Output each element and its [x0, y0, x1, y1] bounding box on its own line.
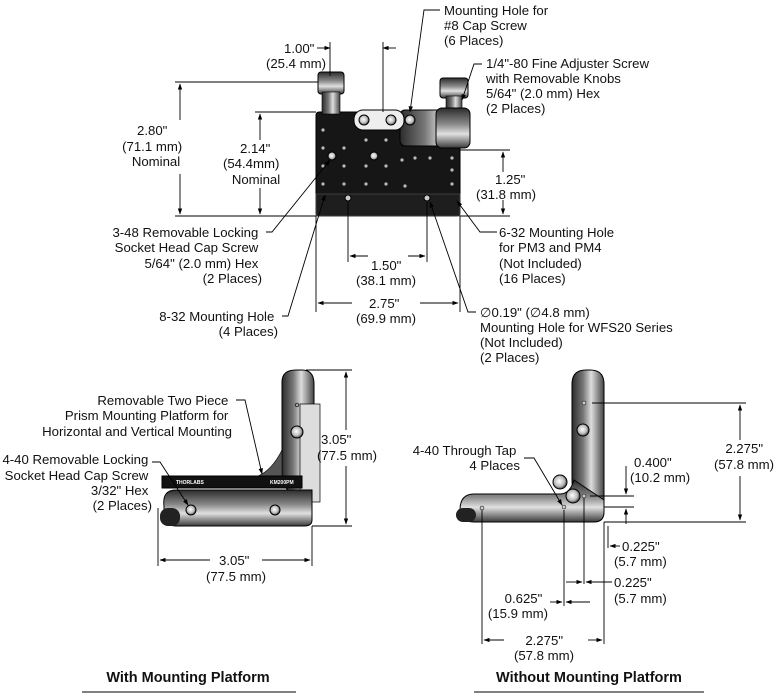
callout-4-40-locking: 4-40 Removable Locking Socket Head Cap S…	[2, 452, 152, 513]
dim-2-75-label: 2.75" (69.9 mm)	[356, 296, 416, 326]
wfs20-hole	[423, 194, 431, 202]
dim-left-height-label: 3.05" (77.5 mm)	[317, 432, 377, 463]
dim-1-50-lines	[347, 202, 428, 262]
callout-platform: Removable Two Piece Prism Mounting Platf…	[42, 393, 232, 439]
dim-2-75-lines	[315, 216, 461, 312]
cap-screw-hole	[404, 114, 416, 126]
top-view-labels: Mounting Hole for #8 Cap Screw (6 Places…	[112, 3, 676, 365]
gusset-hole	[565, 488, 581, 504]
tap-hole	[479, 505, 485, 511]
platform-brand-right: KM200PM	[270, 480, 294, 486]
tap-hole	[581, 493, 587, 499]
leader-through-tap	[524, 457, 563, 506]
dim-0-400-label: 0.400" (10.2 mm)	[630, 455, 690, 485]
dim-left-width-label: 3.05" (77.5 mm)	[206, 553, 266, 584]
platform-screw	[269, 504, 281, 516]
callout-adjuster: 1/4"-80 Fine Adjuster Screw with Removab…	[485, 56, 653, 116]
callout-8-32: 8-32 Mounting Hole (4 Places)	[159, 309, 278, 339]
locking-screw	[369, 151, 379, 161]
callout-locking-screw: 3-48 Removable Locking Socket Head Cap S…	[112, 225, 262, 286]
callout-cap-screw: Mounting Hole for #8 Cap Screw (6 Places…	[444, 3, 552, 48]
callout-wfs20: ∅0.19" (∅4.8 mm) Mounting Hole for WFS20…	[480, 305, 676, 365]
top-knob-left-shaft	[321, 91, 341, 115]
dim-0-225-a-label: 0.225" (5.7 mm)	[614, 539, 667, 569]
l-bracket-right	[571, 369, 605, 501]
bottom-arm-right-shadow	[456, 508, 476, 522]
prism-platform	[161, 475, 303, 489]
dim-2-14-lines	[255, 111, 316, 215]
dim-left-height-lines	[306, 369, 352, 527]
leader-cap-screw	[408, 9, 440, 113]
cap-screw-hole	[358, 114, 370, 126]
bracket-hole	[290, 425, 304, 439]
leader-platform	[236, 399, 263, 475]
platform-brand-left: THORLABS	[176, 480, 204, 486]
leader-locking-screw	[266, 159, 331, 233]
caption-without-platform: Without Mounting Platform	[496, 670, 682, 686]
leader-4-40-locking	[152, 461, 189, 506]
callout-6-32: 6-32 Mounting Hole for PM3 and PM4 (Not …	[499, 225, 618, 286]
dim-2-275-v-lines	[592, 402, 746, 523]
leader-8-32	[282, 194, 326, 317]
right-view-labels: 4-40 Through Tap 4 Places 0.400" (10.2 m…	[413, 441, 774, 693]
cap-screw-hole	[385, 114, 397, 126]
gusset-hole	[552, 474, 568, 490]
caption-with-platform: With Mounting Platform	[106, 670, 269, 686]
left-view: THORLABS KM200PM	[152, 369, 352, 566]
top-knob-left	[317, 71, 345, 95]
dim-0-225-b-label: 0.225" (5.7 mm)	[614, 575, 667, 606]
bracket-hole	[576, 423, 590, 437]
crosshair-mark	[294, 402, 300, 408]
callout-through-tap: 4-40 Through Tap 4 Places	[413, 443, 521, 473]
wfs20-hole	[344, 194, 352, 202]
dim-1-00-lines	[317, 42, 396, 112]
plate-lower-lip	[315, 193, 461, 217]
dim-left-width-lines	[157, 508, 313, 566]
locking-screw	[327, 151, 337, 161]
leader-adjuster	[461, 63, 482, 101]
dim-horizontal-ext-lines	[481, 498, 609, 644]
mounting-hole-grid	[321, 128, 454, 188]
dim-1-00-label: 1.00" (25.4 mm)	[266, 41, 326, 71]
tap-hole	[561, 504, 567, 510]
leader-wfs20	[429, 201, 476, 313]
dim-2-275-v-label: 2.275" (57.8 mm)	[714, 441, 774, 472]
leader-6-32	[456, 200, 497, 233]
right-view	[456, 369, 746, 644]
dim-0-400-lines	[590, 466, 634, 524]
dim-2-275-h-label: 2.275" (57.8 mm)	[514, 633, 574, 663]
dim-2-14-label: 2.14" (54.4mm) Nominal	[223, 141, 283, 187]
left-view-labels: Removable Two Piece Prism Mounting Platf…	[2, 393, 377, 693]
dim-0-625-label: 0.625" (15.9 mm)	[488, 591, 548, 621]
adjuster-collar	[435, 107, 471, 149]
dim-2-80-lines	[175, 81, 318, 217]
platform-screw	[185, 504, 197, 516]
dim-1-25-label: 1.25" (31.8 mm)	[476, 172, 536, 202]
top-view	[175, 9, 510, 317]
dim-2-80-label: 2.80" (71.1 mm) Nominal	[122, 123, 186, 169]
bottom-arm-shadow	[160, 508, 180, 526]
tap-hole	[581, 400, 587, 406]
dim-1-50-label: 1.50" (38.1 mm)	[356, 258, 416, 288]
